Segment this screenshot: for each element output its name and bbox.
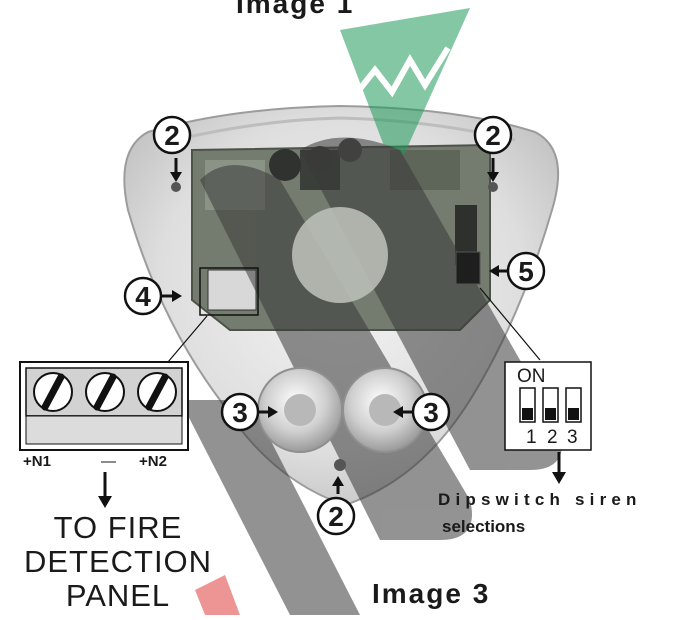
callout-label-4: 4 — [131, 281, 155, 313]
terminal-label-n2: +N2 — [139, 453, 167, 470]
dipswitch-caption-line-2: selections — [442, 517, 525, 537]
screw-terminal-1 — [34, 373, 72, 411]
dipswitch-number-3: 3 — [567, 427, 578, 449]
dipswitch-on-label: ON — [517, 366, 546, 388]
dipswitch-number-2: 2 — [547, 427, 558, 449]
fire-panel-line-2: DETECTION — [0, 545, 236, 579]
callout-label-2-top-right: 2 — [481, 120, 505, 152]
terminal-label-minus: — — [101, 453, 116, 470]
fire-panel-line-1: TO FIRE — [0, 511, 236, 545]
fire-panel-arrow — [98, 472, 112, 508]
callout-label-3-right: 3 — [419, 397, 443, 429]
terminal-label-n1: +N1 — [23, 453, 51, 470]
dipswitch-number-1: 1 — [526, 427, 537, 449]
board-dipswitch — [456, 252, 480, 284]
fire-panel-line-3: PANEL — [0, 579, 236, 613]
screw-terminal-2 — [86, 373, 124, 411]
callout-label-2-top-left: 2 — [160, 120, 184, 152]
callout-label-5: 5 — [514, 256, 538, 288]
dipswitch-caption-line-1: Dipswitch siren — [438, 490, 642, 510]
image-3-title: Image 3 — [372, 578, 490, 610]
image-1-title: Image 1 — [236, 0, 354, 20]
callout-label-2-bottom: 2 — [324, 501, 348, 533]
screw-terminal-3 — [138, 373, 176, 411]
callout-label-3-left: 3 — [228, 397, 252, 429]
terminal-block-detail — [20, 362, 188, 450]
